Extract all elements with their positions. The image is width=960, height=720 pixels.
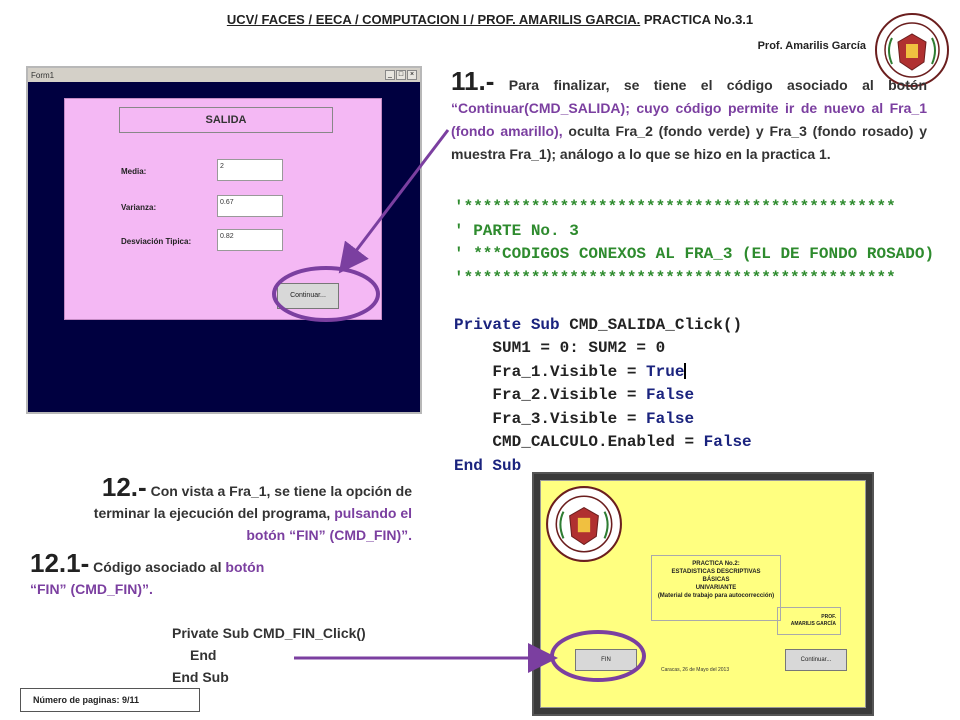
header-title: UCV/ FACES / EECA / COMPUTACION I / PROF… xyxy=(180,12,800,27)
code-comment-codigos: ' ***CODIGOS CONEXOS AL FRA_3 (EL DE FON… xyxy=(454,245,935,263)
step-12-paragraph: 12.- Con vista a Fra_1, se tiene la opci… xyxy=(56,474,412,546)
prof-info-box: PROF. AMARILIS GARCÍA xyxy=(777,607,841,635)
fra-3-pink-frame: SALIDA Media: 2 Varianza: 0.67 Desviació… xyxy=(64,98,382,320)
minimize-icon[interactable]: _ xyxy=(385,70,395,80)
step-11-paragraph: 11.- Para finalizar, se tiene el código … xyxy=(451,68,927,166)
code-value: False xyxy=(646,386,695,404)
textbox-desviacion[interactable]: 0.82 xyxy=(217,229,283,251)
textbox-media[interactable]: 2 xyxy=(217,159,283,181)
step-12-text: Con vista a Fra_1, se tiene la opción de… xyxy=(93,483,412,521)
label-desviacion: Desviación Tipica: xyxy=(121,237,192,246)
step-12-1-paragraph: 12.1- Código asociado al botón “FIN” (CM… xyxy=(30,550,270,600)
code-line: CMD_CALCULO.Enabled = xyxy=(454,433,704,451)
code-value: False xyxy=(703,433,752,451)
university-seal-small-icon xyxy=(546,486,622,562)
text-cursor xyxy=(684,363,687,380)
code-cmd-fin: Private Sub CMD_FIN_Click() End End Sub xyxy=(172,622,366,688)
university-seal-icon xyxy=(875,13,949,87)
practica-line: (Material de trabajo para autocorrección… xyxy=(657,593,775,599)
form-salida-screenshot: Form1 _ □ × SALIDA Media: 2 Varianza: 0.… xyxy=(26,66,422,414)
page-count: Número de paginas: 9/11 xyxy=(20,688,200,712)
step-11-number: 11.- xyxy=(451,66,495,96)
step-12-1-text-highlight: botón “FIN” (CMD_FIN)”. xyxy=(30,559,265,597)
code-stars-top: '***************************************… xyxy=(454,198,896,216)
step-12-1-number: 12.1- xyxy=(30,548,90,578)
step-11-text-1: Para finalizar, se tiene el código asoci… xyxy=(494,77,927,93)
code-line: SUM1 = 0: SUM2 = 0 xyxy=(454,339,666,357)
code-value: False xyxy=(646,409,695,428)
step-11-text-2: oculta Fra_2 (fondo verde) y Fra_3 (fond… xyxy=(451,123,927,162)
code-line: Fra_1.Visible = xyxy=(454,362,647,381)
professor-name: Prof. Amarilis García xyxy=(757,40,866,52)
code-fin-line-2: End xyxy=(190,647,217,663)
fin-button[interactable]: FIN xyxy=(575,649,637,671)
textbox-varianza[interactable]: 0.67 xyxy=(217,195,283,217)
practica-line: UNIVARIANTE xyxy=(695,585,737,591)
frame-title-salida: SALIDA xyxy=(119,107,333,133)
label-varianza: Varianza: xyxy=(121,203,157,212)
fecha-label: Caracas, 26 de Mayo del 2013 xyxy=(661,667,730,673)
code-line: Fra_2.Visible = xyxy=(454,386,647,404)
code-fin-line-1: Private Sub CMD_FIN_Click() xyxy=(172,625,366,641)
step-12-number: 12.- xyxy=(101,472,147,502)
practica-info-box: PRACTICA No.2: ESTADISTICAS DESCRIPTIVAS… xyxy=(651,555,781,621)
fra-1-yellow-frame: PRACTICA No.2: ESTADISTICAS DESCRIPTIVAS… xyxy=(540,480,866,708)
form-inicio-screenshot: PRACTICA No.2: ESTADISTICAS DESCRIPTIVAS… xyxy=(532,472,874,716)
practica-line: PRACTICA No.2: xyxy=(692,561,740,567)
window-titlebar: Form1 _ □ × xyxy=(28,68,420,82)
continuar-button[interactable]: Continuar... xyxy=(277,283,339,309)
continuar-button-inicio[interactable]: Continuar... xyxy=(785,649,847,671)
code-end-sub: End Sub xyxy=(454,456,522,475)
prof-line: PROF. xyxy=(821,614,836,620)
code-comment-parte: ' PARTE No. 3 xyxy=(454,221,579,240)
header-title-practica: PRACTICA No.3.1 xyxy=(640,12,754,27)
window-title: Form1 xyxy=(31,70,55,80)
close-icon[interactable]: × xyxy=(407,70,417,80)
practica-line: BÁSICAS xyxy=(702,577,730,583)
maximize-icon[interactable]: □ xyxy=(396,70,406,80)
label-media: Media: xyxy=(121,167,147,176)
practica-line: ESTADISTICAS DESCRIPTIVAS xyxy=(671,569,761,575)
step-12-1-text: Código asociado al xyxy=(89,559,226,575)
header-title-underlined: UCV/ FACES / EECA / COMPUTACION I / PROF… xyxy=(226,12,641,27)
code-fin-line-3: End Sub xyxy=(172,669,229,685)
code-sub-name: CMD_SALIDA_Click() xyxy=(559,315,743,334)
code-sub-keyword: Private Sub xyxy=(454,315,560,334)
code-line: Fra_3.Visible = xyxy=(454,409,647,428)
code-cmd-salida: '***************************************… xyxy=(454,196,960,475)
code-stars-bottom: '***************************************… xyxy=(454,268,896,287)
step-12-text-highlight: pulsando el botón “FIN” (CMD_FIN)”. xyxy=(246,505,412,543)
prof-line: AMARILIS GARCÍA xyxy=(790,621,836,627)
step-11-text-highlight: “Continuar(CMD_SALIDA); cuyo código perm… xyxy=(451,100,927,139)
code-value: True xyxy=(646,362,685,381)
